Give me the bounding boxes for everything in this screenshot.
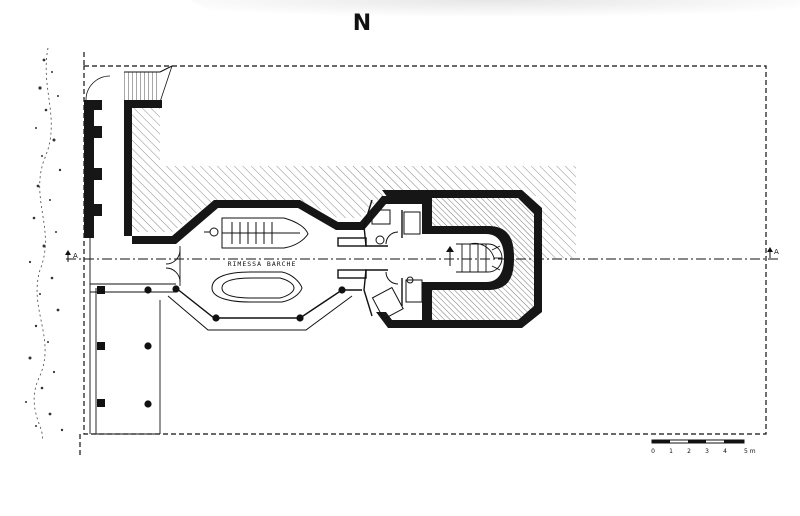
shoreline-rocks (25, 58, 64, 432)
room-label-boathouse: RIMESSA BARCHE (228, 260, 297, 268)
rock-fill-west-column (130, 106, 160, 232)
section-marker-right: A (767, 247, 779, 258)
portico-columns (172, 285, 346, 322)
north-label: N (353, 11, 371, 36)
scale-tick-3: 3 (705, 448, 709, 455)
boat-room-doors (165, 246, 181, 286)
tower-outer-wall (376, 190, 542, 328)
spiral-stair (456, 243, 503, 273)
svg-text:A: A (774, 248, 779, 256)
door-swing-top-left (85, 75, 111, 101)
scale-tick-4: 4 (723, 448, 727, 455)
boat-south (211, 271, 303, 303)
boat-north (221, 217, 309, 249)
shoreline-edge (33, 47, 52, 441)
paper-shadow (190, 0, 800, 30)
service-room-walls (337, 199, 403, 317)
scale-tick-2: 2 (687, 448, 691, 455)
stair-arrow (446, 246, 454, 266)
rock-fill-tower (432, 198, 534, 324)
boathouse-south-outer (167, 295, 353, 331)
entrance-stairs (124, 65, 173, 103)
pier-piles (97, 286, 152, 408)
boathouse-north-wall (132, 196, 430, 244)
site-boundary (83, 65, 767, 435)
svg-text:A: A (73, 252, 78, 260)
outboard-motor-icon (204, 227, 219, 237)
service-room-fixtures (371, 209, 423, 320)
scale-bar: 0 1 2 3 4 5 m (651, 439, 756, 455)
rock-fill-north (160, 166, 576, 258)
scale-tick-5: 5 m (744, 448, 756, 455)
section-marker-left: A (65, 250, 78, 262)
scale-tick-0: 0 (651, 448, 655, 455)
scale-tick-1: 1 (669, 448, 673, 455)
boathouse-south-wall (175, 287, 362, 319)
west-walls (84, 100, 162, 238)
